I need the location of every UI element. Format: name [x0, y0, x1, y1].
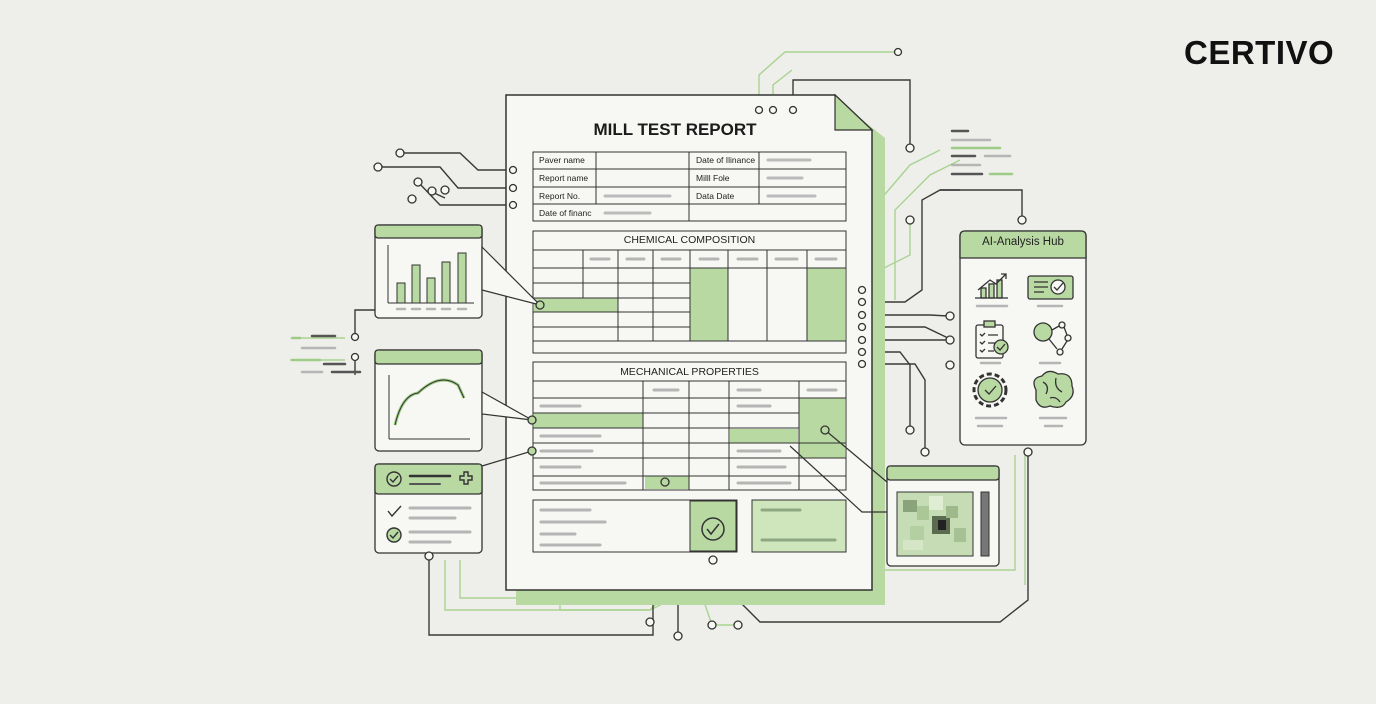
field-label-report-name: Report name [539, 173, 589, 183]
curve-chart-card [374, 349, 533, 452]
magnifier-network-icon [1033, 321, 1072, 356]
right-dash-lines [950, 129, 1014, 176]
header-placeholder-lines [603, 158, 817, 215]
field-label-mill-fole: Milll Fole [696, 173, 730, 183]
chemical-composition-table [532, 230, 847, 354]
curve-chart-icon [388, 375, 470, 440]
mechanical-properties-title: MECHANICAL PROPERTIES [620, 366, 759, 378]
field-label-report-no: Report No. [539, 191, 581, 201]
checklist-card [374, 450, 533, 554]
field-label-date-of-ilinance: Date of Ilinance [696, 155, 756, 165]
chemical-composition-title: CHEMICAL COMPOSITION [623, 234, 756, 246]
ai-analysis-hub-panel [959, 230, 1087, 446]
clipboard-check-icon [975, 320, 1009, 359]
bar-chart-card [374, 224, 542, 319]
summary-box-right [751, 499, 847, 553]
page-fold-corner [834, 93, 874, 131]
document-title: MILL TEST REPORT [593, 120, 757, 139]
heatmap-image-card [886, 465, 1000, 567]
heatmap-scale-bar [980, 491, 990, 557]
summary-box-left [532, 499, 738, 553]
header-fields-table [532, 151, 847, 222]
connector-nodes [350, 47, 1033, 641]
left-dash-lines [290, 334, 362, 374]
field-label-paver-name: Paver name [539, 155, 585, 165]
checkmark-badge-icon [701, 517, 725, 541]
ai-analysis-hub-title: AI-Analysis Hub [982, 236, 1064, 248]
certivo-logo: CERTIVO [1184, 34, 1335, 71]
mill-test-report-document [505, 93, 885, 605]
checklist-icon [386, 471, 473, 543]
brain-icon [1033, 370, 1074, 408]
field-label-date-of-financ: Date of financ [539, 208, 592, 218]
document-check-icon [1027, 275, 1074, 300]
trend-chart-icon [975, 273, 1008, 299]
field-label-data-date: Data Date [696, 191, 735, 201]
bar-chart-icon [387, 245, 474, 304]
mechanical-properties-table [532, 361, 847, 491]
heatmap-image-icon [896, 491, 974, 557]
gear-check-icon [972, 372, 1008, 408]
